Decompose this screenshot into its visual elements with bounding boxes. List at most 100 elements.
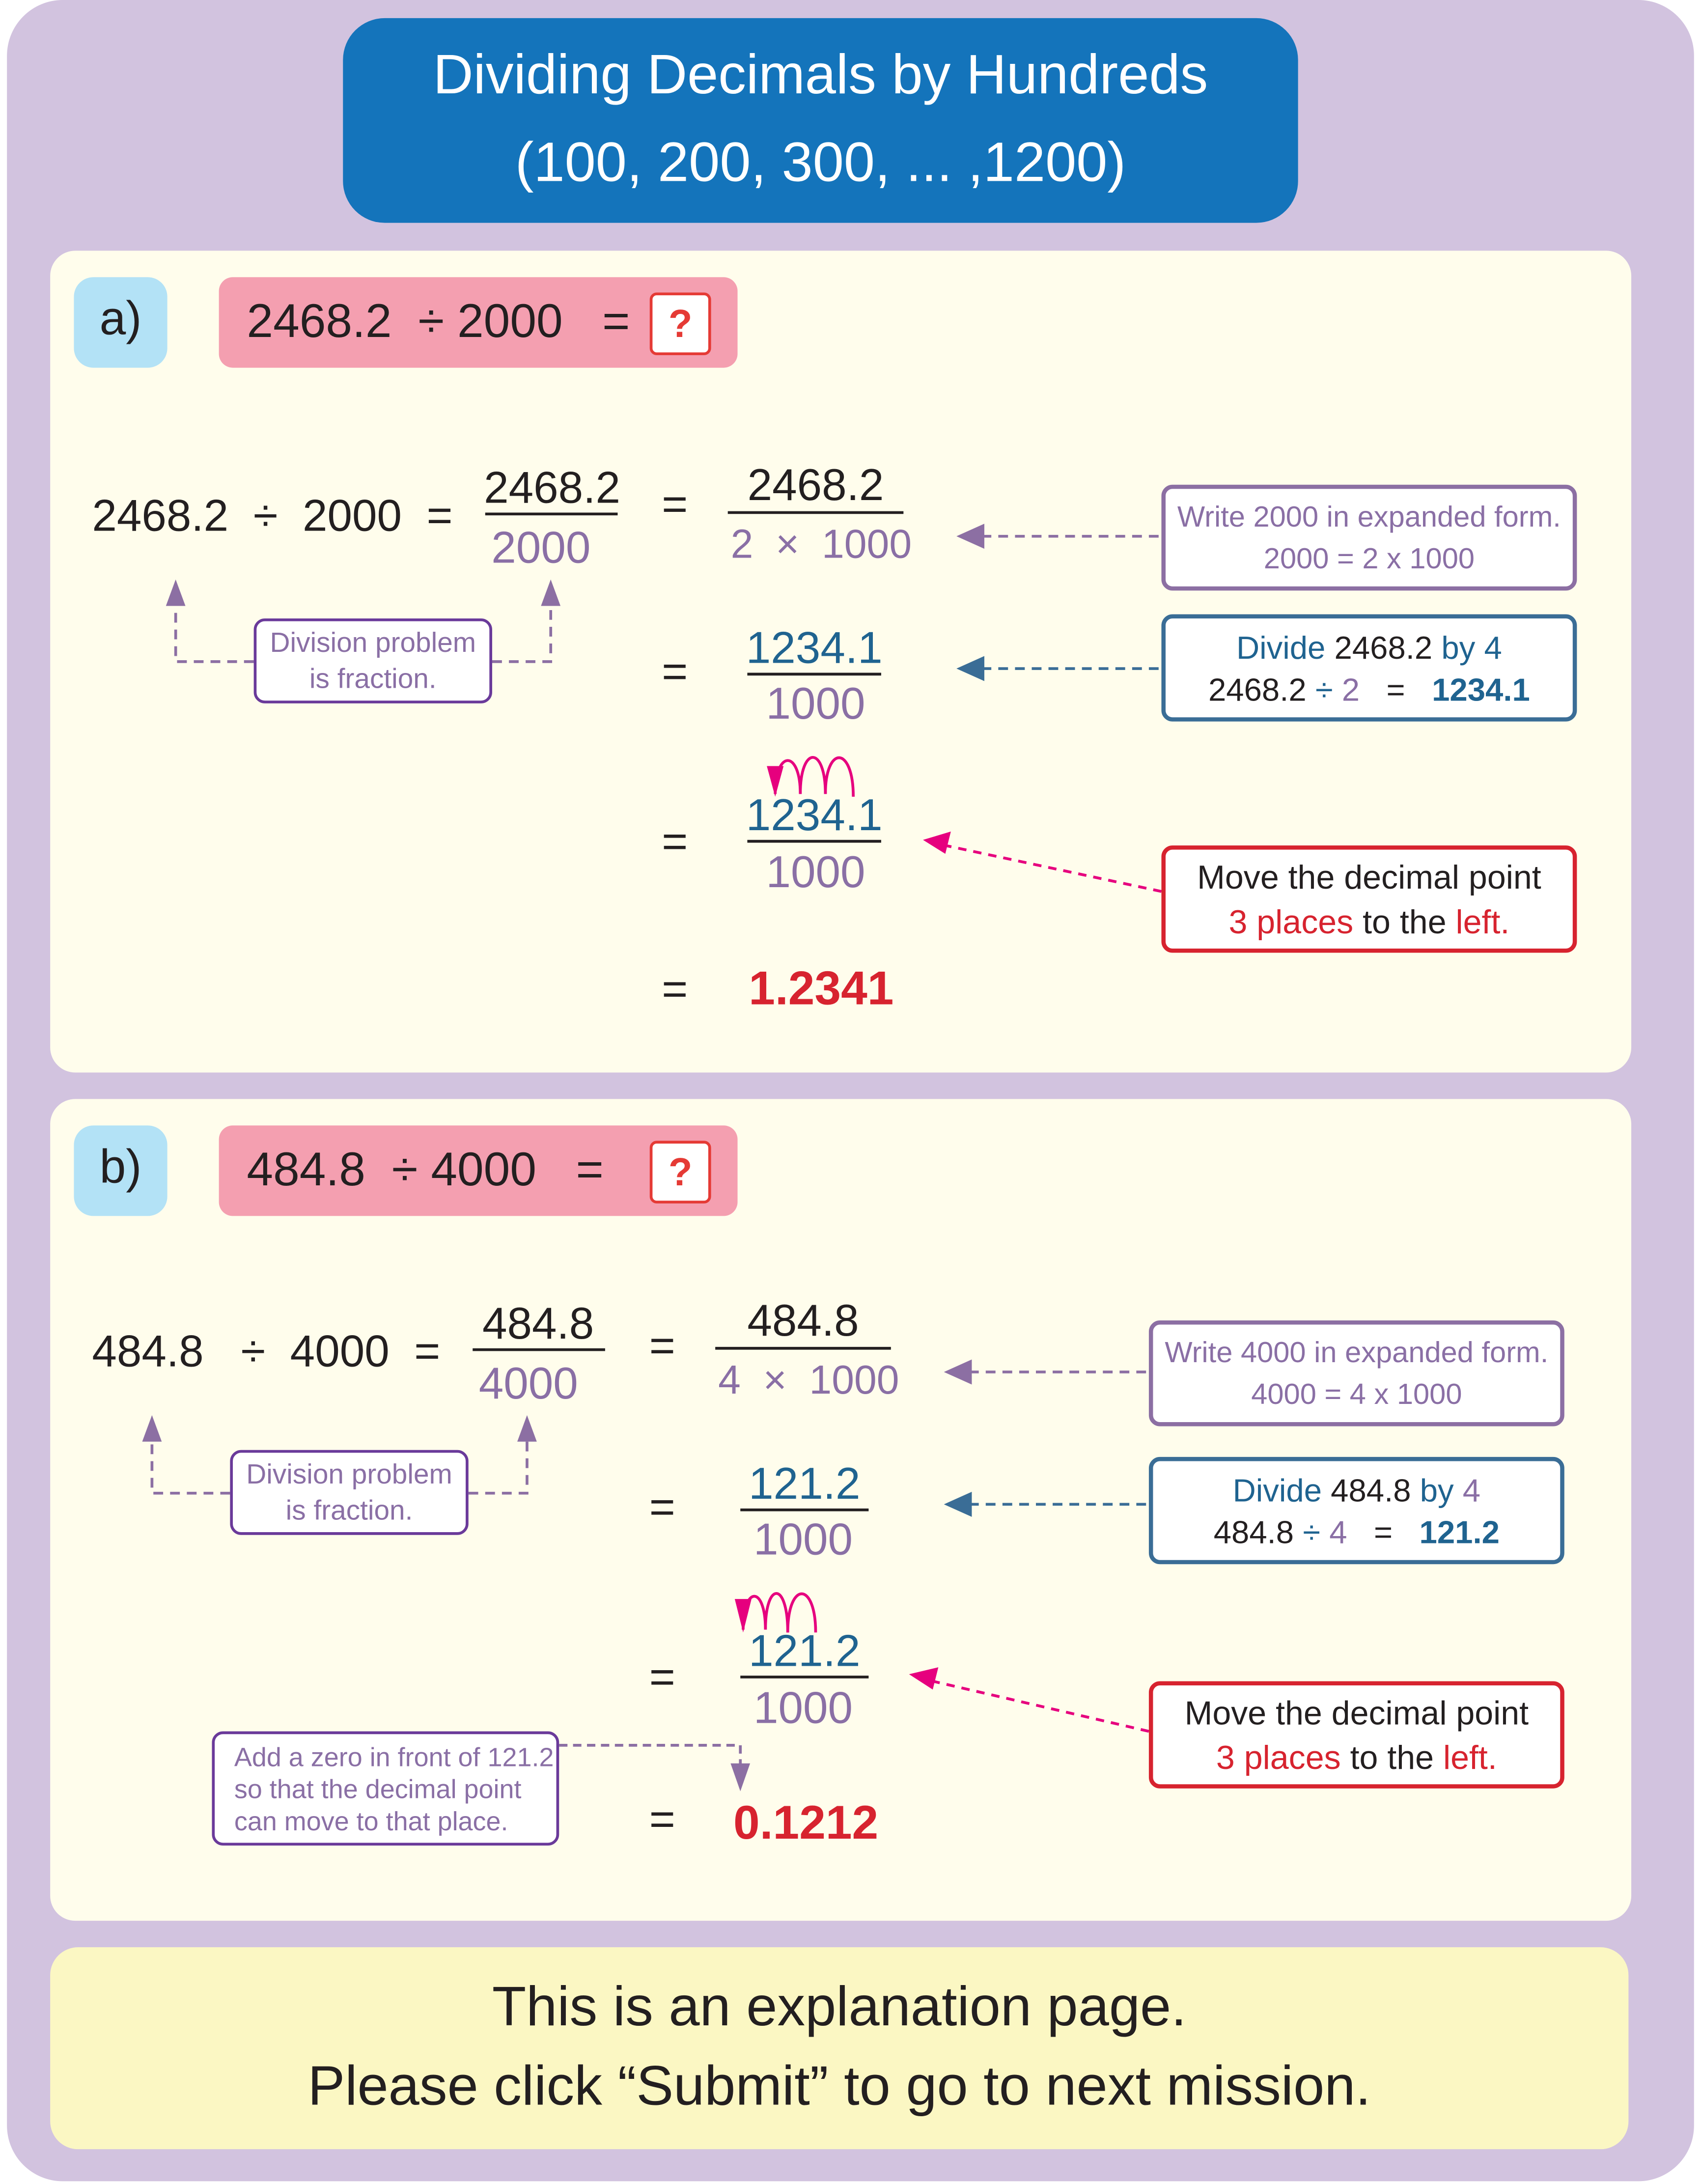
- up-arrow-head: [166, 579, 186, 606]
- worked-solution: 484.8 ÷ 4000 = 484.8 4000 = 484.8 4 × 10…: [38, 1087, 1619, 1908]
- note-word: 484.8: [1331, 1472, 1411, 1509]
- title-line-2: (100, 200, 300, ... ,1200): [515, 132, 1126, 194]
- note-line: Write 2000 in expanded form.: [1177, 501, 1561, 533]
- equals-sign: =: [662, 479, 688, 530]
- up-arrow-head: [541, 579, 561, 606]
- note-line: Add a zero in front of 121.2: [234, 1744, 554, 1773]
- note-word: Divide: [1236, 629, 1335, 666]
- fraction-denominator: 2000: [491, 522, 591, 573]
- arrow-to-expanded-note: [956, 524, 1162, 549]
- fraction-numerator: 484.8: [747, 1295, 859, 1346]
- note-word: 2468.2: [1334, 629, 1433, 666]
- note-line: 3 places to the left.: [1153, 1737, 1560, 1782]
- arrow-to-divide-note: [956, 656, 1162, 681]
- note-word: =: [1360, 671, 1432, 708]
- up-arrow-head: [142, 1415, 162, 1442]
- footer-line-2: Please click “Submit” to go to next miss…: [307, 2056, 1371, 2117]
- title-line-1: Dividing Decimals by Hundreds: [433, 44, 1208, 106]
- worked-solution: 2468.2 ÷ 2000 = 2468.2 2000 = 2468.2 2 ×…: [50, 251, 1631, 1072]
- equals-sign: =: [662, 646, 688, 697]
- note-word: Divide: [1232, 1472, 1331, 1509]
- note-word: 2: [1341, 671, 1360, 708]
- unknown-answer-box: ?: [649, 1141, 711, 1204]
- note-line: 2468.2 ÷ 2 = 1234.1: [1166, 669, 1573, 710]
- fraction-denominator: 1000: [766, 846, 865, 897]
- note-word: 4: [1462, 1472, 1481, 1509]
- footer-line-1: This is an explanation page.: [492, 1976, 1187, 2038]
- note-line: Move the decimal point: [1197, 859, 1541, 897]
- note-line: 2000 = 2 x 1000: [1263, 543, 1475, 576]
- note-word: 2468.2: [1208, 671, 1307, 708]
- final-answer: 1.2341: [749, 962, 894, 1016]
- fraction-numerator: 1234.1: [746, 789, 883, 840]
- fraction-numerator: 121.2: [749, 1625, 861, 1676]
- note-word: by: [1432, 629, 1484, 666]
- equals-sign: =: [649, 1482, 675, 1533]
- note-line: Divide 484.8 by 4: [1153, 1469, 1560, 1511]
- note-word: 1234.1: [1432, 671, 1530, 708]
- fraction-denominator: 1000: [753, 1682, 853, 1733]
- note-word: 484.8: [1213, 1514, 1294, 1550]
- page-title: Dividing Decimals by Hundreds (100, 200,…: [343, 18, 1298, 223]
- note-line: is fraction.: [285, 1496, 413, 1527]
- unknown-answer-box: ?: [649, 292, 711, 356]
- note-word: left.: [1455, 904, 1510, 942]
- up-arrow-head: [517, 1415, 537, 1442]
- equals-sign: =: [662, 964, 688, 1014]
- note-word: by: [1411, 1472, 1463, 1509]
- note-line: 484.8 ÷ 4 = 121.2: [1153, 1512, 1560, 1553]
- note-word: to the: [1340, 1739, 1443, 1778]
- example-panel-b: b) 484.8 ÷ 4000 = ?: [50, 1099, 1632, 1921]
- example-panel-a: a) 2468.2 ÷ 2000 = ?: [50, 251, 1632, 1073]
- fraction-denominator: 1000: [753, 1514, 853, 1565]
- note-word: 4: [1484, 629, 1502, 666]
- note-line: can move to that place.: [234, 1808, 508, 1838]
- note-word: ÷: [1306, 671, 1342, 708]
- example-label: b): [74, 1125, 167, 1216]
- note-word: left.: [1443, 1739, 1497, 1778]
- equals-sign: =: [649, 1794, 675, 1845]
- note-word: 4: [1329, 1514, 1347, 1550]
- note-word: =: [1347, 1514, 1420, 1550]
- arrow-to-divide-note: [944, 1491, 1149, 1517]
- equals-sign: =: [649, 1652, 675, 1702]
- note-line: Divide 2468.2 by 4: [1166, 627, 1573, 669]
- note-line: Division problem: [246, 1459, 452, 1490]
- fraction-numerator: 121.2: [749, 1458, 861, 1509]
- problem-equation: 484.8 ÷ 4000 =: [247, 1143, 604, 1197]
- move-arrow: [909, 1667, 1149, 1733]
- arrow-to-expanded-note: [944, 1359, 1149, 1385]
- note-line: Division problem: [270, 628, 476, 659]
- move-decimal-note: Move the decimal point 3 places to the le…: [1148, 1681, 1564, 1789]
- fraction-numerator: 484.8: [482, 1298, 594, 1348]
- note-word: 3 places: [1228, 904, 1354, 942]
- move-arrow: [923, 831, 1162, 893]
- note-word: ÷: [1294, 1514, 1330, 1550]
- equals-sign: =: [662, 816, 688, 867]
- problem-equation: 2468.2 ÷ 2000 =: [247, 295, 630, 348]
- fraction-denominator: 4 × 1000: [718, 1359, 899, 1403]
- problem-box: 484.8 ÷ 4000 = ?: [219, 1125, 738, 1216]
- add-zero-note: Add a zero in front of 121.2 so that the …: [212, 1731, 559, 1846]
- fraction-numerator: 1234.1: [746, 622, 883, 673]
- note-line: 3 places to the left.: [1166, 901, 1573, 946]
- example-label: a): [74, 277, 167, 368]
- note-line: 4000 = 4 x 1000: [1251, 1379, 1462, 1411]
- zero-note-arrow: [559, 1744, 751, 1792]
- note-line: is fraction.: [309, 664, 437, 695]
- note-word: to the: [1353, 904, 1456, 942]
- note-line: Move the decimal point: [1184, 1695, 1529, 1733]
- note-line: so that the decimal point: [234, 1776, 522, 1805]
- note-word: 3 places: [1216, 1739, 1341, 1778]
- fraction-denominator: 4000: [478, 1358, 578, 1408]
- note-word: 121.2: [1419, 1514, 1500, 1550]
- fraction-numerator: 2468.2: [484, 462, 620, 513]
- note-line: Write 4000 in expanded form.: [1165, 1337, 1549, 1370]
- move-decimal-note: Move the decimal point 3 places to the le…: [1161, 845, 1577, 953]
- equals-sign: =: [649, 1320, 675, 1371]
- final-answer: 0.1212: [733, 1796, 879, 1850]
- division-expression: 484.8 ÷ 4000 =: [92, 1326, 441, 1376]
- fraction-denominator: 2 × 1000: [730, 523, 912, 568]
